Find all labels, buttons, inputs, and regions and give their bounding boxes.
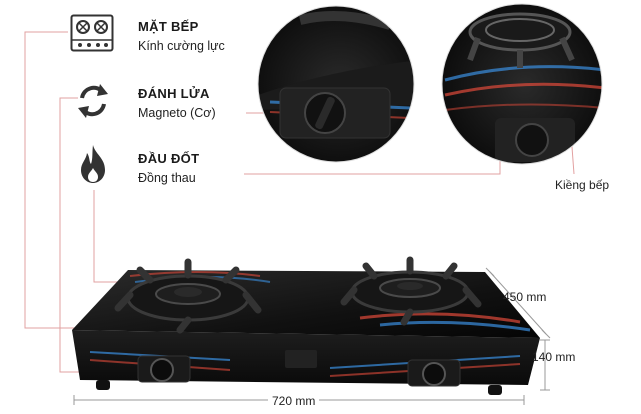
spec-value-burner: Đồng thau bbox=[138, 171, 196, 185]
width-dimension-label: 720 mm bbox=[268, 394, 320, 408]
cooktop-icon bbox=[70, 14, 114, 52]
burner-right bbox=[340, 256, 482, 326]
refresh-icon bbox=[76, 82, 110, 120]
spec-title-ignition: ĐÁNH LỬA bbox=[138, 86, 210, 101]
spec-title-burner: ĐẦU ĐỐT bbox=[138, 151, 200, 166]
flame-icon bbox=[77, 144, 109, 184]
spec-value-surface: Kính cường lực bbox=[138, 39, 225, 53]
zoom-knob-detail bbox=[258, 6, 414, 162]
cooktop-body bbox=[72, 256, 540, 395]
burner-left bbox=[114, 258, 262, 334]
height-dimension-label: 140 mm bbox=[532, 350, 576, 364]
spec-title-surface: MẶT BẾP bbox=[138, 19, 199, 34]
knob-left bbox=[137, 355, 191, 383]
zoom-trivet-detail bbox=[442, 4, 602, 164]
spec-value-ignition: Magneto (Cơ) bbox=[138, 106, 216, 120]
depth-dimension-label: 450 mm bbox=[503, 290, 547, 304]
trivet-callout-label: Kiềng bếp bbox=[555, 178, 610, 192]
knob-right bbox=[407, 359, 461, 387]
